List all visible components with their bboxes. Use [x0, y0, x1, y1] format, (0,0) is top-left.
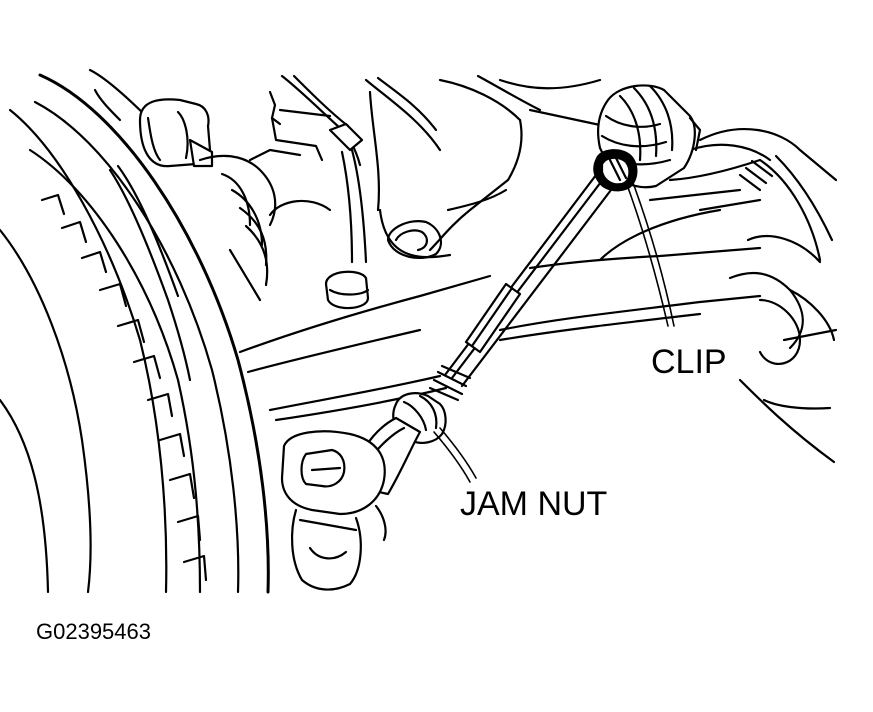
tire-tread [40, 164, 208, 582]
clip-label: CLIP [651, 343, 727, 381]
steering-knuckle [268, 74, 602, 310]
wheel-assembly [0, 68, 270, 594]
clip [593, 149, 638, 192]
jam-nut-leader-line [433, 427, 477, 483]
figure-id: G02395463 [36, 619, 151, 644]
clip-leader-line [625, 179, 675, 327]
cv-joint-boot [138, 98, 332, 302]
lower-control-arm [238, 128, 838, 464]
inner-tie-rod [443, 173, 616, 388]
outer-tie-rod-end [280, 416, 422, 591]
jam-nut-label: JAM NUT [460, 485, 607, 523]
